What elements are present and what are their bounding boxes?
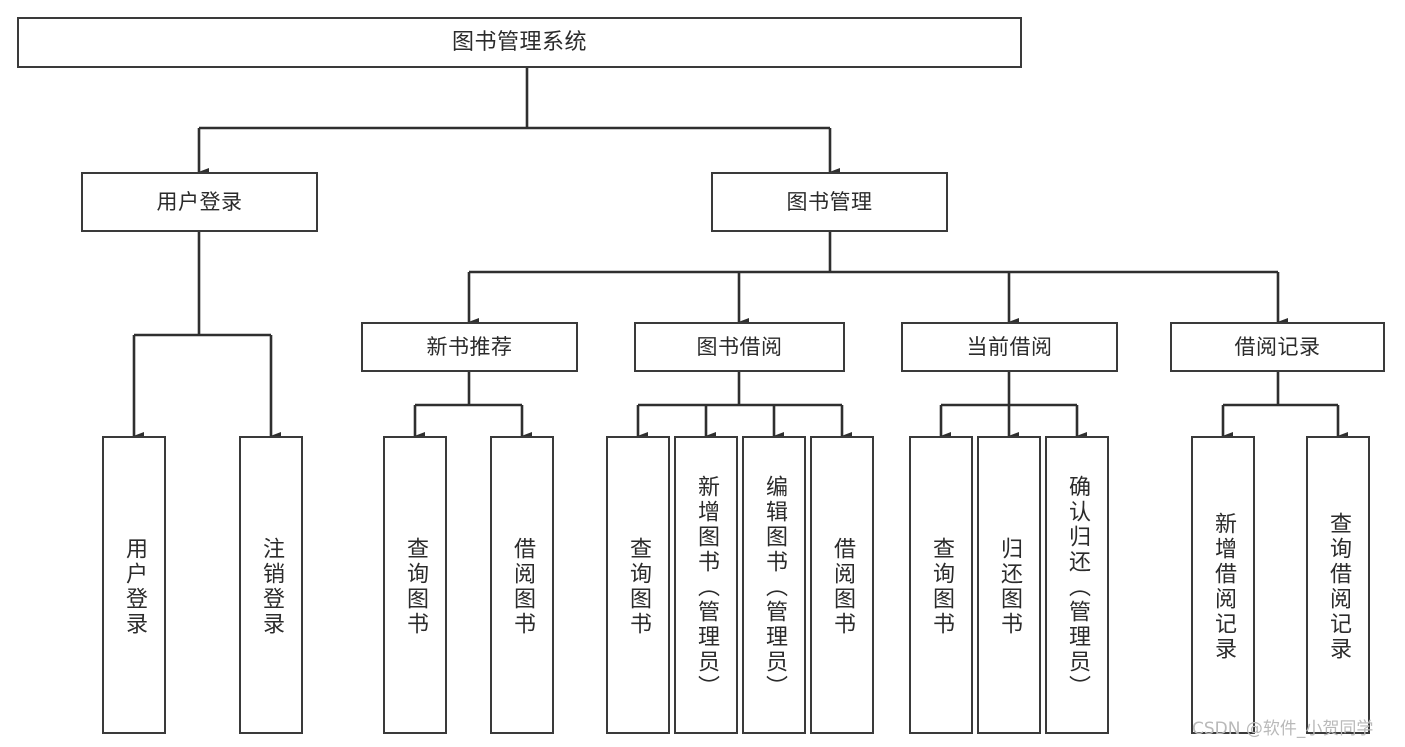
node-label: 当前借阅 — [966, 334, 1053, 359]
node-label: 编辑图书（管理员） — [762, 474, 787, 700]
connector-group-book-manage — [467, 232, 1289, 327]
node-label: 新增图书（管理员） — [694, 474, 719, 700]
connector-group-current-borrow — [939, 372, 1088, 441]
node-label: 查询图书 — [626, 537, 651, 637]
node-label: 查询图书 — [403, 537, 428, 637]
leaf-book-borrow-edit-book[interactable]: 编辑图书（管理员） — [742, 436, 806, 734]
leaf-current-borrow-query-book[interactable]: 查询图书 — [909, 436, 973, 734]
leaf-user-login-logout[interactable]: 注销登录 — [239, 436, 303, 734]
node-label: 图书借阅 — [696, 334, 783, 359]
node-label: 新增借阅记录 — [1211, 512, 1236, 662]
node-user-login[interactable]: 用户登录 — [81, 172, 318, 232]
node-label: 图书管理系统 — [451, 29, 587, 55]
node-label: 用户登录 — [156, 189, 243, 214]
node-label: 图书管理 — [786, 189, 873, 214]
leaf-new-book-query-book[interactable]: 查询图书 — [383, 436, 447, 734]
connector-group-new-book — [413, 372, 533, 441]
connector-group-user-login — [132, 232, 282, 441]
node-label: 新书推荐 — [426, 334, 513, 359]
node-label: 归还图书 — [997, 537, 1022, 637]
leaf-book-borrow-borrow-book[interactable]: 借阅图书 — [810, 436, 874, 734]
connector-group-borrow-record — [1221, 372, 1349, 441]
node-label: 注销登录 — [259, 537, 284, 637]
csdn-watermark: CSDN @软件_小贺同学 — [1192, 719, 1374, 739]
leaf-new-book-borrow-book[interactable]: 借阅图书 — [490, 436, 554, 734]
node-label: 借阅记录 — [1234, 334, 1321, 359]
node-root-book-management-system[interactable]: 图书管理系统 — [17, 17, 1022, 68]
node-book-management[interactable]: 图书管理 — [711, 172, 948, 232]
node-new-book-recommend[interactable]: 新书推荐 — [361, 322, 578, 372]
leaf-user-login-login[interactable]: 用户登录 — [102, 436, 166, 734]
leaf-current-borrow-confirm-return[interactable]: 确认归还（管理员） — [1045, 436, 1109, 734]
connector-group-root — [197, 68, 841, 177]
leaf-book-borrow-query-book[interactable]: 查询图书 — [606, 436, 670, 734]
node-book-borrow[interactable]: 图书借阅 — [634, 322, 845, 372]
leaf-borrow-record-query-record[interactable]: 查询借阅记录 — [1306, 436, 1370, 734]
leaf-borrow-record-add-record[interactable]: 新增借阅记录 — [1191, 436, 1255, 734]
leaf-current-borrow-return-book[interactable]: 归还图书 — [977, 436, 1041, 734]
node-label: 用户登录 — [122, 537, 147, 637]
connector-group-book-borrow — [636, 372, 853, 441]
node-current-borrow[interactable]: 当前借阅 — [901, 322, 1118, 372]
node-label: 借阅图书 — [510, 537, 535, 637]
node-label: 借阅图书 — [830, 537, 855, 637]
node-label: 查询借阅记录 — [1326, 512, 1351, 662]
leaf-book-borrow-add-book[interactable]: 新增图书（管理员） — [674, 436, 738, 734]
node-borrow-record[interactable]: 借阅记录 — [1170, 322, 1385, 372]
node-label: 查询图书 — [929, 537, 954, 637]
node-label: 确认归还（管理员） — [1065, 474, 1090, 700]
